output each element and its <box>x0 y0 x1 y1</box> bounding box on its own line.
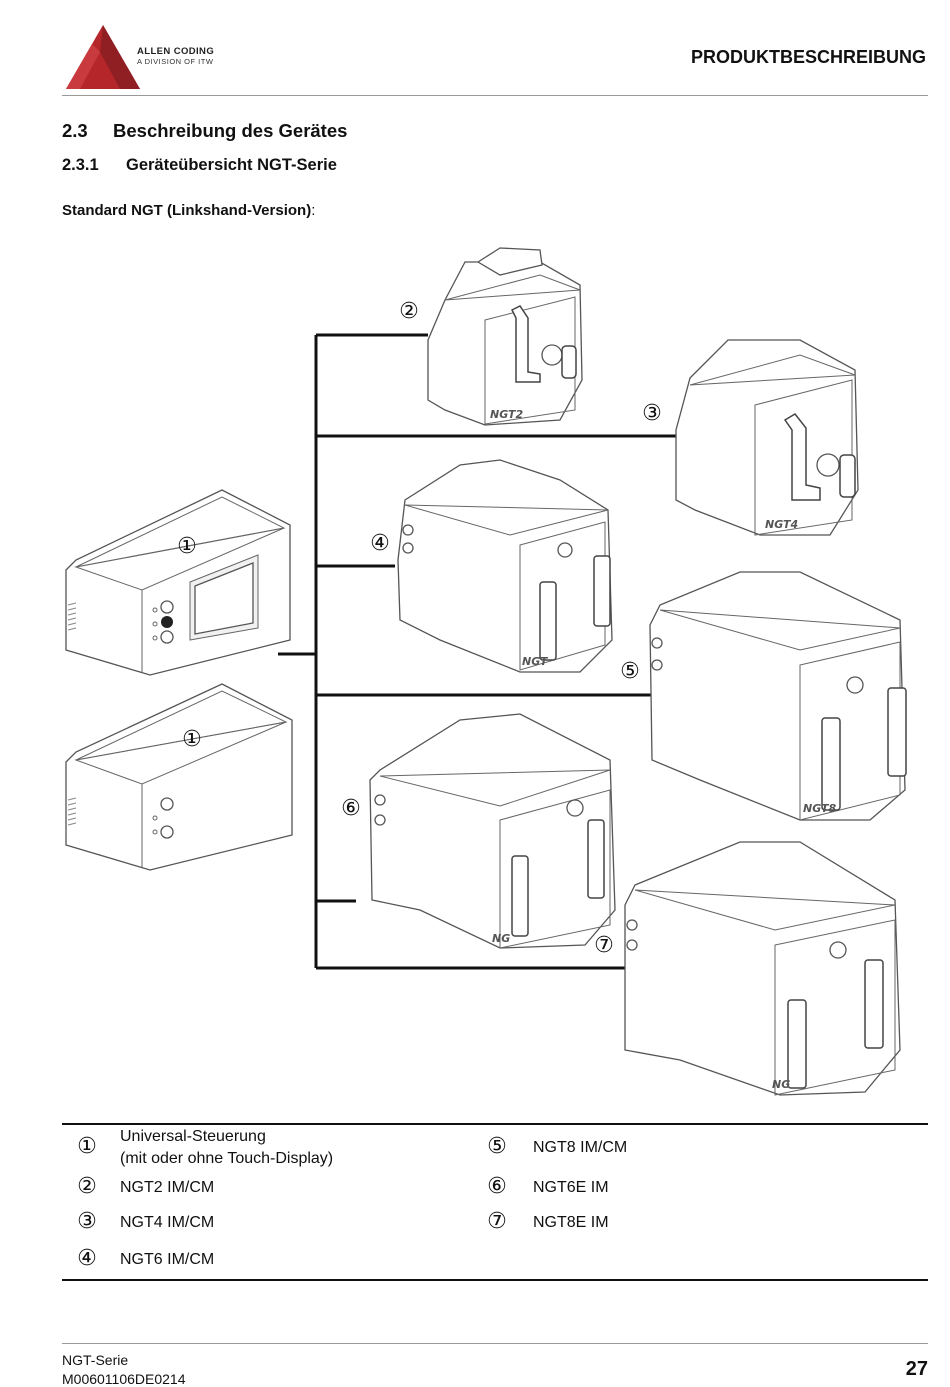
ngt8e-printer-drawing: NG <box>624 841 901 1096</box>
callout-ngt8e: ⑦ <box>594 933 614 958</box>
ngt8-marking: NGT8 <box>803 802 837 815</box>
legend-text-1-line1: Universal-Steuerung <box>120 1128 266 1145</box>
ngt6-marking: NGT <box>522 655 549 668</box>
header-divider <box>62 95 928 96</box>
ngt8-printer-drawing: NGT8 <box>649 571 907 821</box>
legend-symbol-1: ① <box>77 1134 97 1159</box>
callout-ngt2: ② <box>399 299 419 324</box>
legend-top-rule <box>62 1123 928 1125</box>
legend-symbol-3: ③ <box>77 1209 97 1234</box>
legend-symbol-6: ⑥ <box>487 1174 507 1199</box>
section-heading: 2.3 Beschreibung des Gerätes <box>62 120 347 142</box>
footer-series: NGT-Serie <box>62 1352 129 1368</box>
callout-ngt6e: ⑥ <box>341 796 361 821</box>
ngt2-marking: NGT2 <box>490 408 524 421</box>
figure-caption-suffix: : <box>311 202 316 219</box>
subsection-number: 2.3.1 <box>62 156 99 174</box>
legend-text-2: NGT2 IM/CM <box>120 1179 215 1196</box>
connector-lines <box>278 333 676 970</box>
legend-text-7: NGT8E IM <box>533 1214 609 1231</box>
section-number: 2.3 <box>62 120 88 141</box>
controller-without-display-drawing <box>65 683 293 871</box>
legend-symbol-2: ② <box>77 1174 97 1199</box>
allen-coding-logo <box>66 25 140 89</box>
ngt2-printer-drawing: NGT2 <box>427 247 583 426</box>
callout-ngt4: ③ <box>642 401 662 426</box>
logo-company-name: ALLEN CODING <box>137 46 215 57</box>
ngt8e-marking: NG <box>772 1078 790 1091</box>
section-title: Beschreibung des Gerätes <box>113 120 348 141</box>
subsection-title: Geräteübersicht NGT-Serie <box>126 156 337 174</box>
page-number: 27 <box>905 1358 928 1380</box>
subsection-heading: 2.3.1 Geräteübersicht NGT-Serie <box>62 156 337 175</box>
callout-ngt6: ④ <box>370 531 390 556</box>
ngt4-printer-drawing: NGT4 <box>675 339 859 536</box>
legend-bottom-rule <box>62 1279 928 1281</box>
legend-text-3: NGT4 IM/CM <box>120 1214 215 1231</box>
ngt6-printer-drawing: NGT <box>397 459 613 673</box>
legend-symbol-7: ⑦ <box>487 1209 507 1234</box>
callout-controller-display: ① <box>177 534 197 559</box>
figure-caption: Standard NGT (Linkshand-Version): <box>62 202 315 219</box>
ngt4-marking: NGT4 <box>765 518 798 531</box>
controller-with-display-drawing <box>65 489 291 676</box>
legend-text-4: NGT6 IM/CM <box>120 1251 215 1268</box>
figure-caption-bold: Standard NGT (Linkshand-Version) <box>62 202 312 219</box>
footer-divider <box>62 1343 928 1344</box>
page-header-title: PRODUKTBESCHREIBUNG <box>690 47 926 67</box>
legend-symbol-4: ④ <box>77 1246 97 1271</box>
logo-division-text: A DIVISION OF ITW <box>137 57 214 66</box>
legend-text-1: Universal-Steuerung (mit oder ohne Touch-… <box>120 1126 333 1170</box>
ngt6e-marking: NG <box>492 932 510 945</box>
legend-text-6: NGT6E IM <box>533 1179 609 1196</box>
legend-symbol-5: ⑤ <box>487 1134 507 1159</box>
callout-ngt8: ⑤ <box>620 659 640 684</box>
callout-controller-plain: ① <box>182 727 202 752</box>
ngt6e-printer-drawing: NG <box>369 713 616 949</box>
legend-text-1-line2: (mit oder ohne Touch-Display) <box>120 1150 334 1167</box>
legend-text-5: NGT8 IM/CM <box>533 1139 628 1156</box>
footer-document-number: M00601106DE0214 <box>62 1371 186 1387</box>
